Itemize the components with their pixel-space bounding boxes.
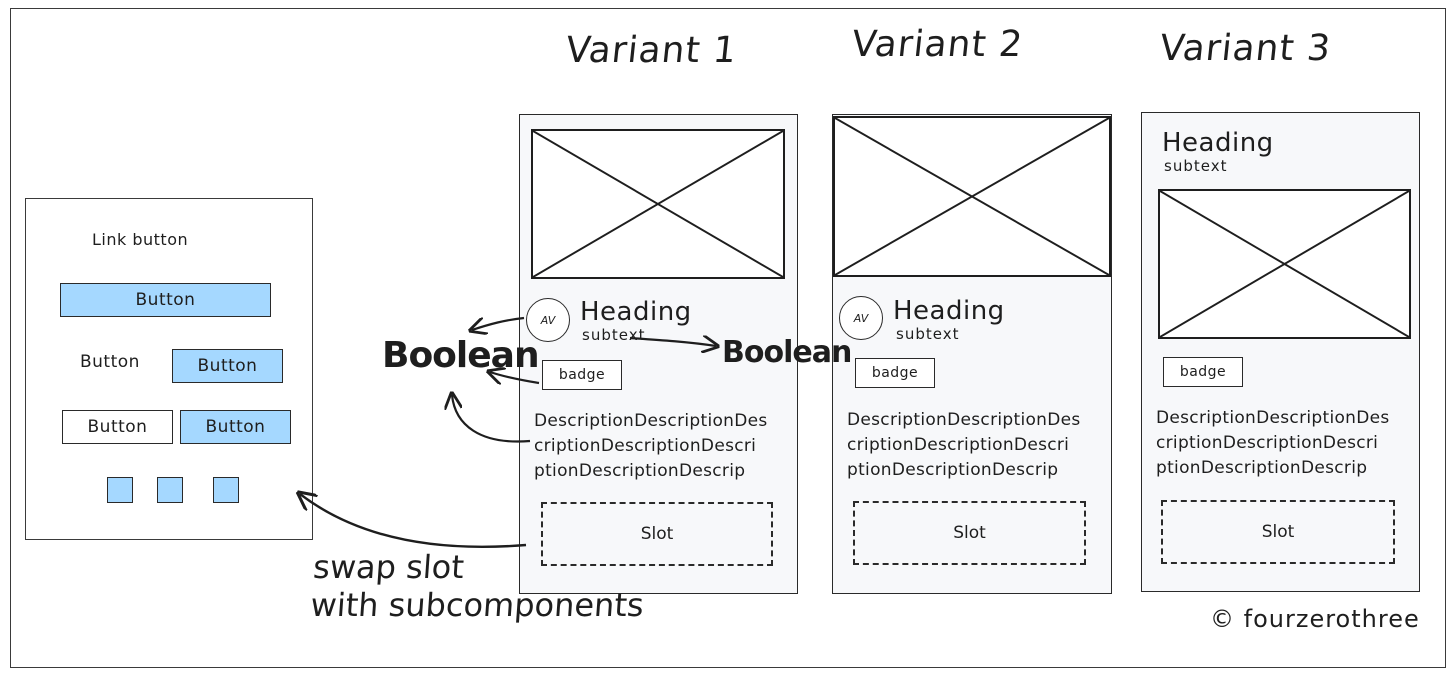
variant-2-desc-line-2: criptionDescriptionDescri xyxy=(847,435,1070,455)
variant-3-description: DescriptionDescriptionDes criptionDescri… xyxy=(1156,406,1390,481)
variant-1-heading: Heading xyxy=(580,297,692,327)
variant-2-image-placeholder xyxy=(833,116,1111,277)
variant-1-image-placeholder xyxy=(531,129,785,279)
variant-3-badge: badge xyxy=(1163,357,1243,387)
icon-button-1[interactable] xyxy=(107,477,133,503)
variant-1-desc-line-2: criptionDescriptionDescri xyxy=(534,436,757,456)
variant-2-description: DescriptionDescriptionDes criptionDescri… xyxy=(847,408,1081,483)
variant-3-desc-line-2: criptionDescriptionDescri xyxy=(1156,433,1379,453)
variant-2-heading: Heading xyxy=(893,296,1005,326)
text-button[interactable]: Button xyxy=(80,352,140,372)
copyright-text: © fourzerothree xyxy=(1210,605,1420,633)
variant-3-subtext: subtext xyxy=(1164,157,1228,175)
variant-1-desc-line-3: ptionDescriptionDescrip xyxy=(534,461,746,481)
variant-3-image-placeholder xyxy=(1158,189,1411,339)
variant-1-slot[interactable]: Slot xyxy=(541,502,773,566)
blue-button-row3[interactable]: Button xyxy=(180,410,291,444)
variant-1-avatar: AV xyxy=(526,298,570,342)
variant-1-title: Variant 1 xyxy=(563,30,740,71)
variant-3-heading: Heading xyxy=(1162,128,1274,158)
swap-slot-note: swap slot with subcomponents xyxy=(309,548,647,624)
boolean-annotation-left: Boolean xyxy=(382,335,540,376)
variant-2-subtext: subtext xyxy=(896,325,960,343)
swap-note-line-1: swap slot xyxy=(312,548,466,586)
variant-3-desc-line-3: ptionDescriptionDescrip xyxy=(1156,458,1368,478)
variant-1-subtext: subtext xyxy=(582,326,646,344)
variant-3-title: Variant 3 xyxy=(1157,28,1334,69)
variant-2-slot[interactable]: Slot xyxy=(853,501,1086,565)
link-button[interactable]: Link button xyxy=(92,230,189,249)
variant-2-title: Variant 2 xyxy=(849,24,1026,65)
variant-1-badge: badge xyxy=(542,360,622,390)
variant-1-description: DescriptionDescriptionDes criptionDescri… xyxy=(534,409,768,484)
icon-button-3[interactable] xyxy=(213,477,239,503)
variant-3-slot[interactable]: Slot xyxy=(1161,500,1395,564)
variant-2-avatar: AV xyxy=(839,296,883,340)
variant-2-desc-line-1: DescriptionDescriptionDes xyxy=(847,410,1081,430)
boolean-annotation-right: Boolean xyxy=(722,335,852,370)
outline-button[interactable]: Button xyxy=(62,410,173,444)
swap-note-line-2: with subcomponents xyxy=(309,586,646,624)
variant-1-desc-line-1: DescriptionDescriptionDes xyxy=(534,411,768,431)
variant-2-badge: badge xyxy=(855,358,935,388)
variant-3-desc-line-1: DescriptionDescriptionDes xyxy=(1156,408,1390,428)
primary-button[interactable]: Button xyxy=(60,283,271,317)
icon-button-2[interactable] xyxy=(157,477,183,503)
variant-2-desc-line-3: ptionDescriptionDescrip xyxy=(847,460,1059,480)
blue-button-row2[interactable]: Button xyxy=(172,349,283,383)
